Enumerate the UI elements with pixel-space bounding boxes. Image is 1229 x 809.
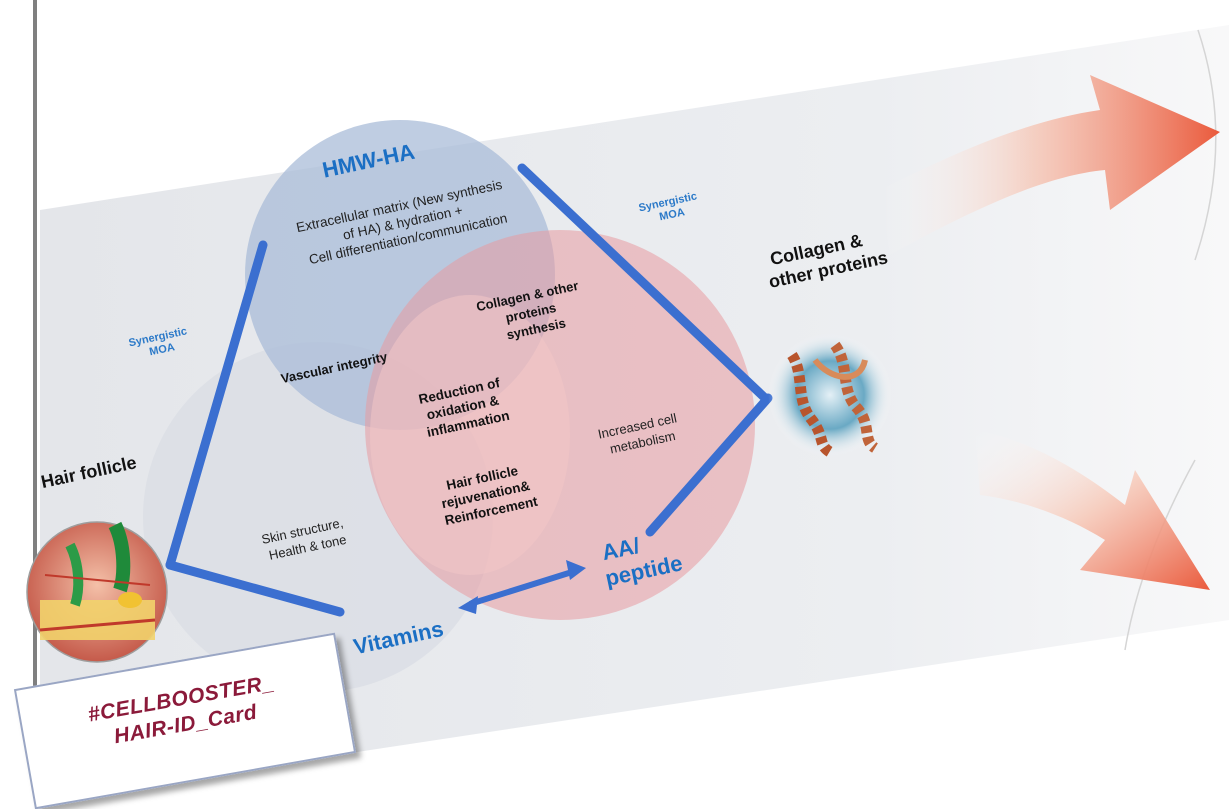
- double-arrow-head-right: [566, 560, 586, 580]
- synergy-right-line-2: MOA: [658, 206, 686, 223]
- collagen-image: [768, 333, 892, 457]
- output-arrow-bottom: [975, 430, 1210, 590]
- connector-ha-collagen: [517, 163, 770, 403]
- hair-follicle-image: [26, 521, 168, 663]
- connector-follicle-ha: [165, 240, 268, 570]
- connector-vitamins-peptide: [469, 569, 573, 607]
- double-arrow-head-left: [458, 596, 478, 614]
- left-border-line: [33, 0, 37, 797]
- connector-follicle-vitamins: [165, 560, 345, 617]
- connector-peptide-collagen: [645, 393, 773, 537]
- output-arrow-top: [880, 75, 1220, 255]
- synergy-left-line-2: MOA: [148, 341, 176, 358]
- center-overlap: [370, 295, 570, 575]
- decor-curve-top: [1194, 29, 1217, 261]
